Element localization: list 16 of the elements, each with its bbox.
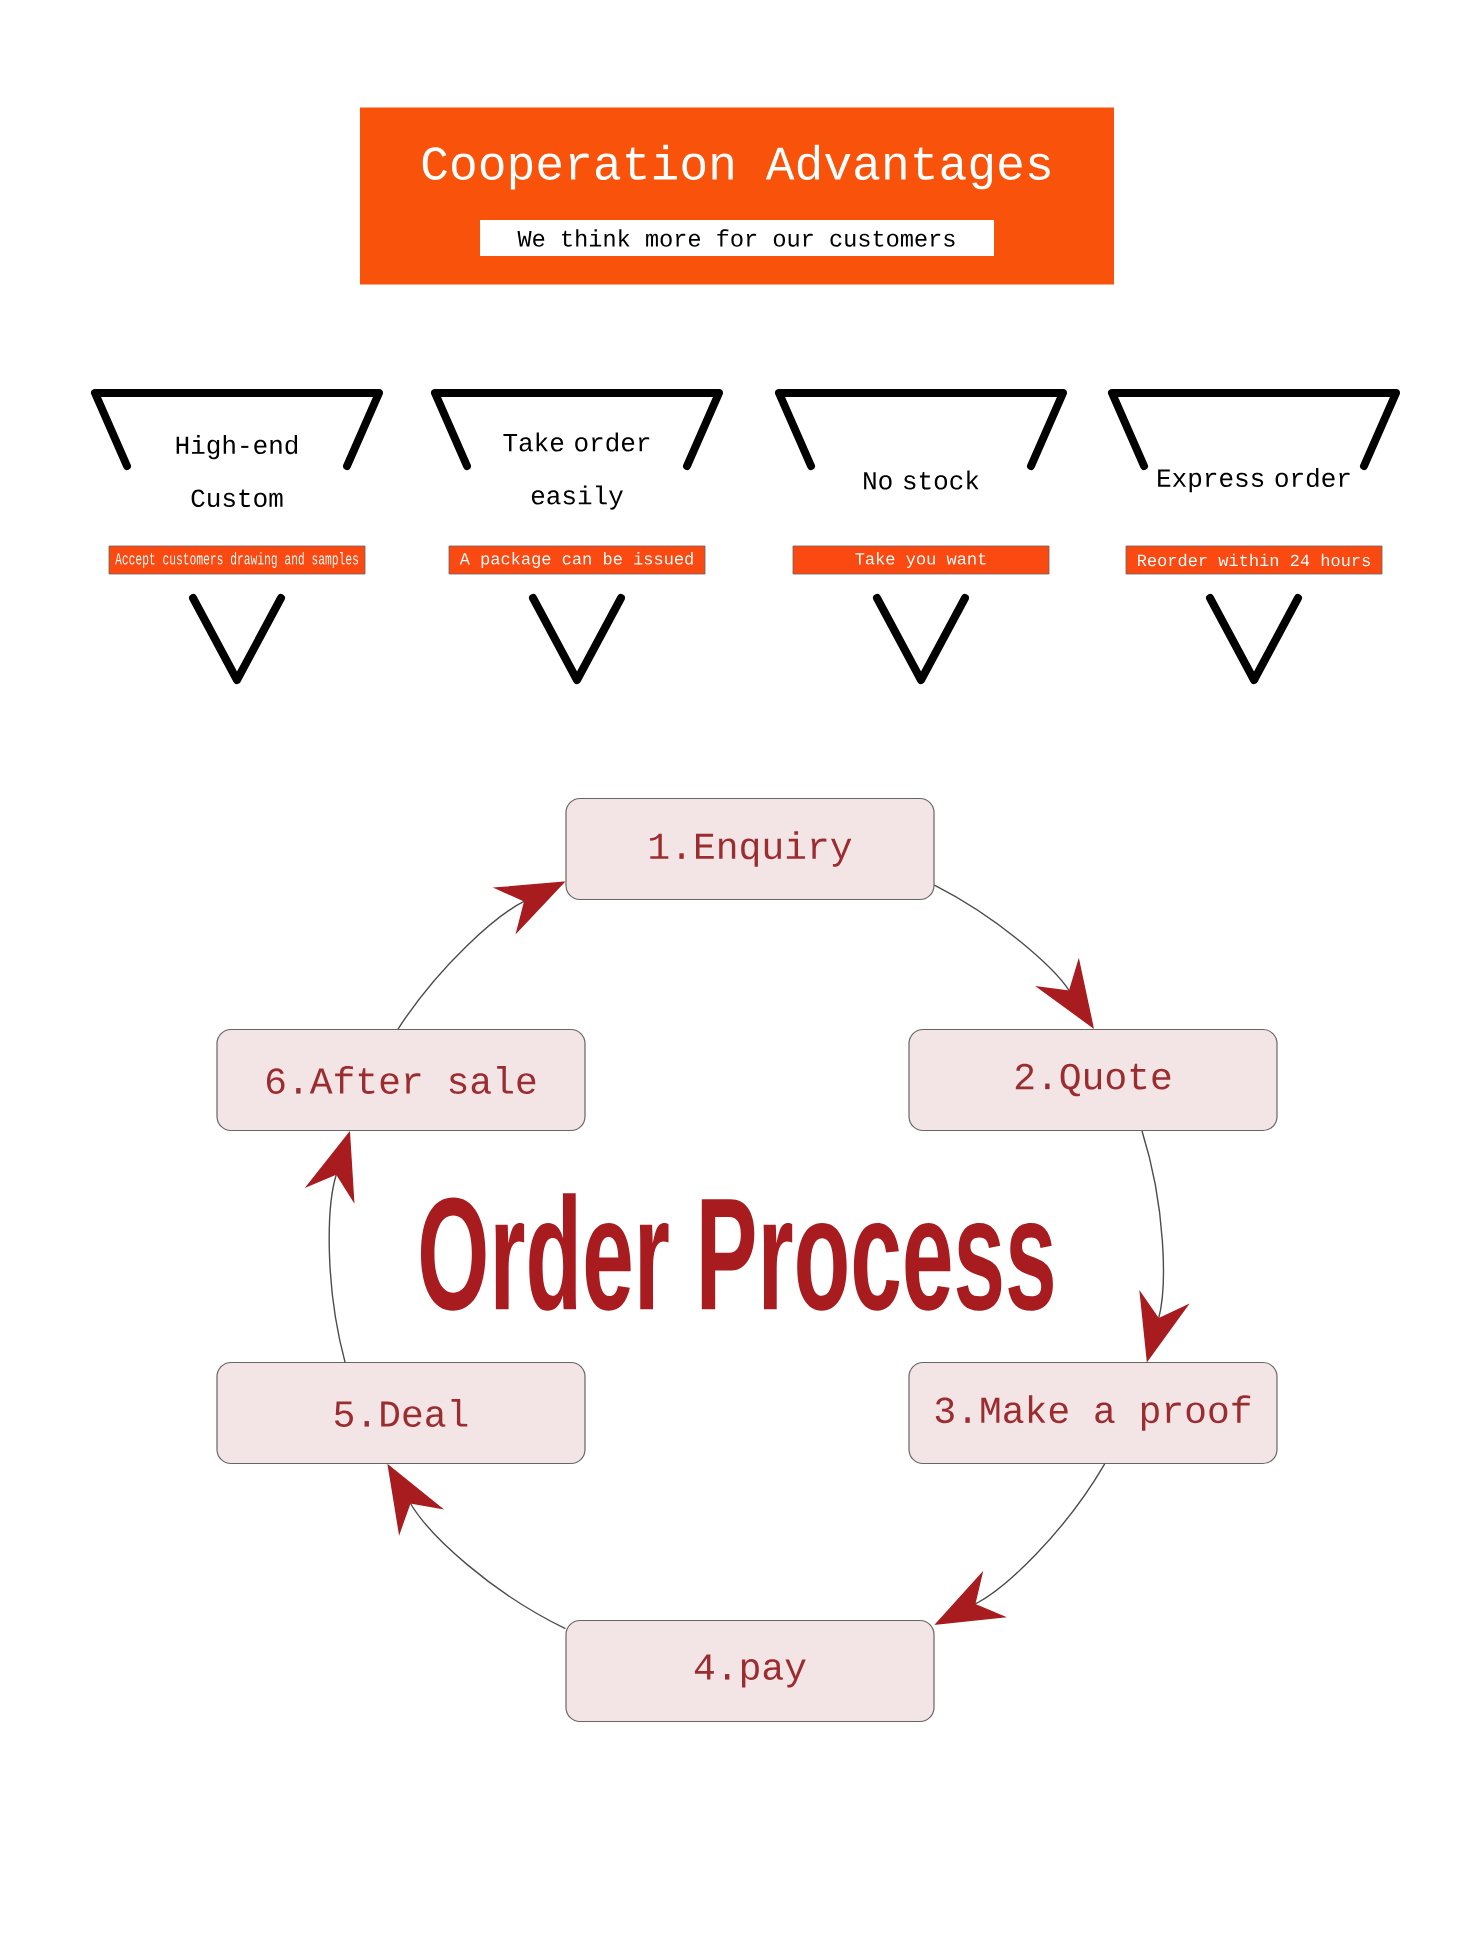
funnel-label: No stock (864, 470, 979, 490)
tag-bar: Reorder within 24 hours (1125, 545, 1383, 575)
step-box: 3.Make a proof (908, 1361, 1278, 1465)
tag-bar: Accept customers drawing and samples (108, 545, 366, 575)
step-box: 2.Quote (908, 1028, 1278, 1132)
step-box: 4.pay (565, 1619, 935, 1723)
tag-bar: A package can be issued (448, 545, 706, 575)
funnel-label: Take order easily (503, 432, 650, 510)
funnel-label: Express order (1158, 467, 1350, 493)
subtitle-box: We think more for our customers (480, 220, 994, 256)
step-box: 1.Enquiry (565, 797, 935, 901)
tag-bar: Take you want (792, 545, 1050, 575)
step-box: 6.After sale (216, 1028, 586, 1132)
step-box: 5.Deal (216, 1361, 586, 1465)
heading: Order Process (421, 1193, 1053, 1311)
funnel-label: High-end Custom (176, 434, 298, 508)
